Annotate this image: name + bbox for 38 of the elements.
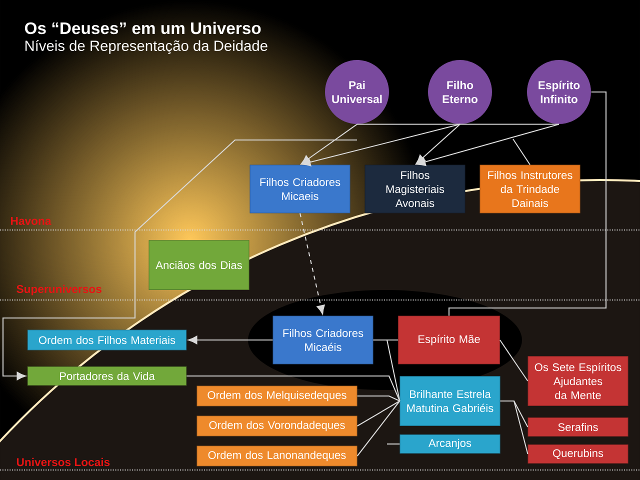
entity-box: Serafins [528, 417, 628, 437]
connector [512, 138, 530, 166]
entity-box: Arcanjos [400, 434, 500, 454]
entity-box: Brilhante Estrela Matutina Gabriéis [400, 376, 500, 426]
region-label: Havona [11, 217, 52, 225]
connector [186, 375, 400, 402]
connector [460, 124, 559, 125]
region-label: Universos Locais [16, 458, 110, 466]
connector [448, 91, 607, 316]
connector [500, 340, 528, 382]
entity-box: Ordem dos Lanonandeques [196, 446, 358, 466]
connector [357, 395, 400, 402]
entity-box: Os Sete Espíritos Ajudantes da Mente [528, 356, 628, 406]
subtitle: Níveis de Representação da Deidade [25, 40, 268, 54]
connector [299, 213, 325, 314]
connector [500, 400, 528, 454]
entity-box: Espírito Mãe [398, 316, 500, 364]
entity-box: Querubins [528, 444, 628, 464]
connector [301, 124, 460, 166]
entity-box: Filhos Criadores Micaéis [272, 316, 374, 364]
connector [188, 336, 273, 344]
connector [357, 400, 400, 426]
connector [357, 124, 460, 125]
connector [416, 124, 560, 166]
entity-box: Portadores da Vida [27, 366, 187, 386]
connector [373, 339, 400, 402]
title: Os “Deuses” em um Universo [24, 22, 261, 34]
connector [2, 139, 357, 380]
entity-box: Filhos Instrutores da Trindade Dainais [480, 164, 580, 214]
entity-box: Ordem dos Melquisedeques [196, 386, 358, 406]
connector [387, 443, 400, 445]
entity-box: Anciãos dos Dias [148, 240, 250, 290]
connector [356, 400, 400, 456]
entity-box: Ordem dos Vorondadeques [196, 416, 358, 436]
entity-box: Filhos Criadores Micaeis [250, 164, 350, 214]
entity-box: Filhos Magisteriais Avonais [364, 164, 466, 214]
region-label: Superuniversos [16, 284, 102, 296]
entity-box: Ordem dos Filhos Materiais [27, 330, 187, 350]
